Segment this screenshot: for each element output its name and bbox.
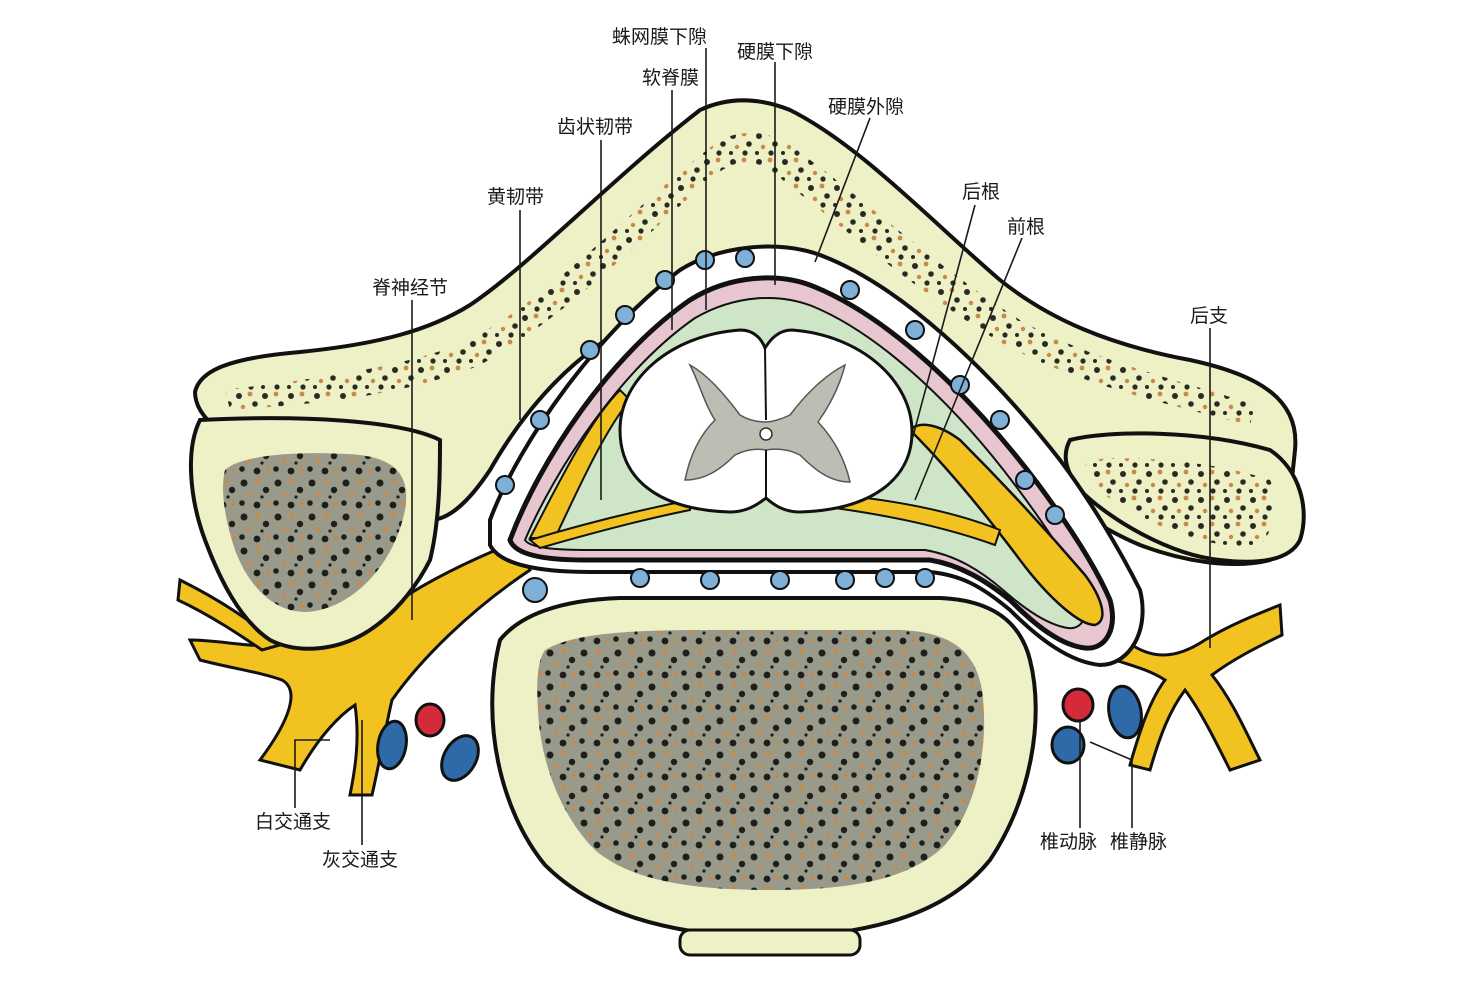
epidural-vein (1015, 470, 1035, 490)
right-anterior-root (833, 493, 1002, 547)
left-anterior-root (527, 498, 691, 550)
epidural-vein (522, 577, 548, 603)
right-root-bundle (908, 423, 1104, 627)
label-anterior-root: 前根 (1007, 216, 1045, 238)
label-vertebral-vein: 椎静脉 (1110, 831, 1167, 853)
label-subdural: 硬膜下隙 (737, 41, 813, 63)
epidural-vein (495, 475, 515, 495)
left-vessels (376, 702, 480, 782)
label-epidural: 硬膜外隙 (828, 96, 904, 118)
epidural-vein (695, 250, 715, 270)
right-vertebral-vein (1050, 725, 1086, 765)
label-flavum: 黄韧带 (487, 186, 544, 208)
posterior-median-sulcus (764, 347, 767, 421)
epidural-vein (735, 248, 755, 268)
label-posterior-branch: 后支 (1190, 305, 1228, 327)
central-canal (759, 427, 773, 441)
labels: 蛛网膜下隙 硬膜下隙 软脊膜 硬膜外隙 齿状韧带 黄韧带 后根 前根 脊神经节 … (255, 26, 1228, 871)
epidural-vein (1045, 505, 1065, 525)
epidural-vein (530, 410, 550, 430)
label-pia: 软脊膜 (642, 67, 699, 89)
label-white-branch: 白交通支 (255, 811, 331, 833)
leader-vertebral-vein (1089, 741, 1133, 828)
spinal-cord (618, 328, 914, 514)
leader-epidural (814, 117, 871, 263)
right-vessels (1050, 684, 1143, 765)
epidural-vein (615, 305, 635, 325)
leader-lines (294, 48, 1211, 845)
vertebral-body (490, 596, 1038, 957)
left-vertebral-artery (414, 702, 446, 738)
label-vertebral-artery: 椎动脉 (1040, 831, 1097, 853)
epidural-vein (875, 568, 895, 588)
left-transverse-marrow (223, 453, 407, 612)
label-gray-branch: 灰交通支 (322, 849, 398, 871)
leader-posterior-root (911, 204, 976, 441)
right-transverse-marrow (1085, 458, 1276, 546)
label-posterior-root: 后根 (962, 181, 1000, 203)
label-ganglion: 脊神经节 (372, 277, 448, 299)
vertebral-body-marrow (537, 630, 985, 890)
epidural-vein (840, 280, 860, 300)
spinal-nerves (176, 538, 1284, 797)
epidural-vein (770, 570, 790, 590)
epidural-veins (495, 248, 1065, 603)
label-denticulate: 齿状韧带 (557, 116, 633, 138)
leader-white-branch (294, 739, 330, 808)
label-arachnoid: 蛛网膜下隙 (612, 26, 707, 48)
epidural-vein (630, 568, 650, 588)
epidural-vein (905, 320, 925, 340)
gray-matter (684, 363, 851, 483)
epidural-vein (580, 340, 600, 360)
left-vertebral-vein (376, 719, 408, 771)
epidural-vein (700, 570, 720, 590)
nerve-roots (527, 388, 1104, 627)
leader-anterior-root (914, 237, 1023, 501)
left-vertebral-vein (440, 734, 480, 782)
arch-marrow-band (225, 132, 1255, 425)
right-vertebral-vein (1107, 684, 1143, 740)
right-vertebral-artery (1061, 687, 1095, 723)
epidural-vein (915, 568, 935, 588)
epidural-vein (835, 570, 855, 590)
epidural-vein (990, 410, 1010, 430)
left-root-bundle (528, 388, 632, 539)
vertebral-body-foot (678, 928, 862, 957)
epidural-vein (655, 270, 675, 290)
right-spinal-nerve (1112, 602, 1284, 772)
